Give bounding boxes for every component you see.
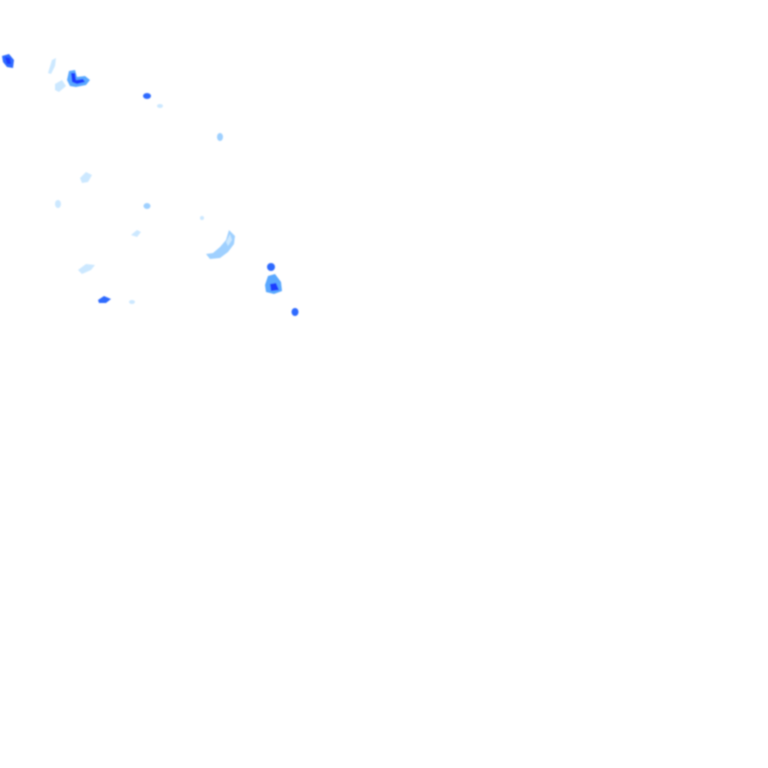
- echo-18: [129, 300, 135, 304]
- echo-5: [143, 93, 151, 99]
- echo-13-inner: [226, 234, 232, 246]
- echo-13: [206, 230, 235, 259]
- echo-16-core: [270, 283, 279, 291]
- echo-10: [143, 203, 151, 209]
- echo-4-core: [71, 73, 85, 84]
- echo-6: [157, 104, 163, 108]
- echo-1-core: [5, 57, 11, 64]
- echo-19: [291, 308, 299, 316]
- echo-15: [267, 263, 275, 271]
- echo-7: [217, 133, 223, 141]
- echo-2: [48, 58, 56, 74]
- echo-11: [200, 216, 204, 220]
- echo-17: [98, 296, 111, 303]
- echo-14: [78, 264, 95, 274]
- echo-12: [131, 230, 141, 237]
- echo-9: [55, 200, 61, 208]
- echo-8: [80, 172, 92, 183]
- echo-3: [55, 80, 66, 92]
